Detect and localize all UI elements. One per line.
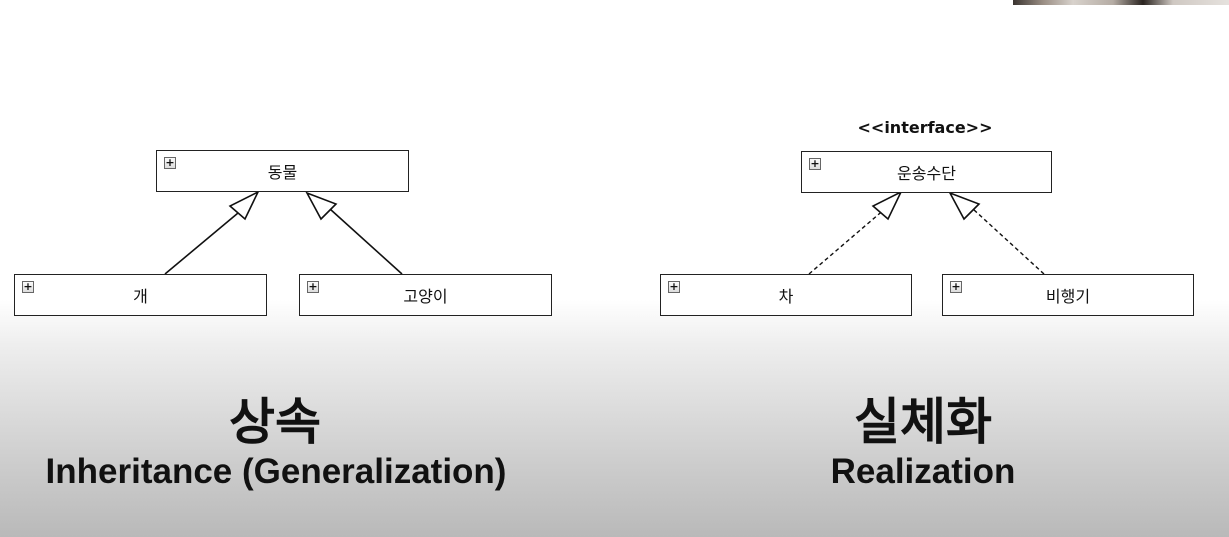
class-name: 고양이	[403, 287, 448, 306]
plus-box-icon: +	[950, 280, 962, 293]
class-name: 비행기	[1045, 287, 1091, 306]
webcam-thumbnail	[1013, 0, 1229, 5]
class-box-animal: + 동물	[156, 150, 409, 192]
plus-box-icon: +	[809, 157, 821, 170]
realization-title-ko: 실체화	[854, 393, 992, 451]
plus-box-icon: +	[164, 156, 176, 169]
realization-line-car	[808, 207, 887, 275]
class-name: 운송수단	[897, 164, 956, 183]
realization-line-plane	[972, 208, 1045, 275]
class-box-airplane: + 비행기	[942, 274, 1194, 316]
plus-box-icon: +	[668, 280, 680, 293]
inheritance-title-ko: 상속	[229, 393, 321, 451]
realization-arrowhead-plane	[948, 191, 981, 221]
class-box-dog: + 개	[14, 274, 267, 316]
inheritance-title-en: Inheritance (Generalization)	[45, 452, 507, 491]
class-name: 차	[778, 287, 794, 306]
generalization-line-cat	[329, 208, 403, 275]
class-name: 개	[133, 287, 148, 306]
class-name: 동물	[267, 163, 298, 182]
generalization-arrowhead-cat	[305, 191, 338, 221]
plus-box-icon: +	[22, 280, 34, 293]
generalization-line-dog	[164, 207, 245, 275]
interface-box-transport: + 운송수단	[801, 151, 1052, 193]
plus-box-icon: +	[307, 280, 319, 293]
realization-title-en: Realization	[830, 452, 1016, 491]
generalization-arrowhead-dog	[228, 190, 260, 221]
class-box-car: + 차	[660, 274, 912, 316]
realization-arrowhead-car	[871, 190, 903, 221]
class-box-cat: + 고양이	[299, 274, 552, 316]
interface-stereotype: <<interface>>	[857, 118, 993, 137]
